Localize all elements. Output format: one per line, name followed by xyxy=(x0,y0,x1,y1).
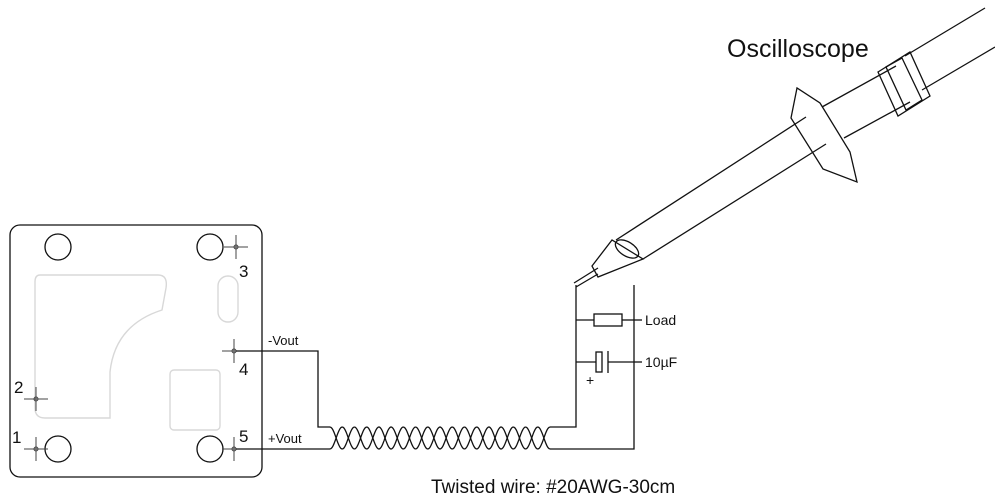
module-slot xyxy=(217,275,239,323)
mounting-hole-bottom-left xyxy=(44,435,72,463)
pin-1-label: 1 xyxy=(12,428,21,447)
twisted-wire-label: Twisted wire: #20AWG-30cm xyxy=(431,477,675,498)
oscilloscope-label: Oscilloscope xyxy=(727,35,869,63)
pin-1-marker xyxy=(24,437,48,461)
capacitor-polarity-label: + xyxy=(586,372,594,388)
vout-positive-label: +Vout xyxy=(268,431,302,446)
mounting-hole-bottom-right xyxy=(196,435,224,463)
load-label: Load xyxy=(645,312,676,328)
module-inner-shape xyxy=(34,274,168,419)
vout-negative-lead xyxy=(236,350,330,428)
probe-nose xyxy=(591,239,645,278)
power-module: 1 2 3 4 5 xyxy=(9,224,263,478)
oscilloscope-probe xyxy=(573,7,995,288)
capacitor-symbol xyxy=(595,351,609,373)
pin-3-label: 3 xyxy=(239,262,248,281)
twist-to-load-bottom xyxy=(550,285,635,450)
probe-body-bottom xyxy=(642,143,827,260)
twisted-wire-strand-a xyxy=(329,426,551,450)
probe-body-top xyxy=(615,116,807,241)
probe-cable-top xyxy=(904,7,986,57)
twist-to-load-top xyxy=(550,285,577,428)
mounting-hole-top-left xyxy=(44,233,72,261)
twisted-wire-strand-b xyxy=(329,426,551,450)
vout-negative-label: -Vout xyxy=(268,333,299,348)
module-inner-pad xyxy=(169,369,221,431)
load-resistor xyxy=(593,313,623,327)
mounting-hole-top-right xyxy=(196,233,224,261)
capacitor-label: 10µF xyxy=(645,354,677,370)
pin-2-label: 2 xyxy=(14,378,23,397)
probe-flange xyxy=(790,86,858,184)
probe-cable-bottom xyxy=(921,46,995,91)
pin-4-label: 4 xyxy=(239,360,248,379)
probe-collar xyxy=(877,51,931,117)
output-leads: -Vout +Vout xyxy=(236,333,330,450)
pin-2-marker xyxy=(24,387,48,411)
twisted-wire xyxy=(329,285,635,450)
load-network: Load + 10µF xyxy=(576,312,677,388)
pin-5-label: 5 xyxy=(239,427,248,446)
pin-3-marker xyxy=(224,235,248,259)
